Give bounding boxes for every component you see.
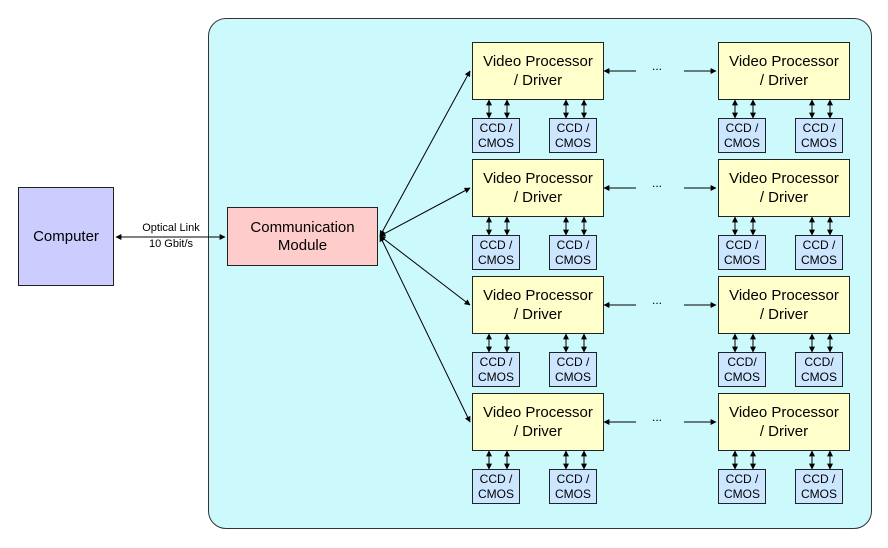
ccd-label-line1: CCD / <box>556 471 590 486</box>
ccd-sensor-left-row1-1: CCD /CMOS <box>472 118 520 153</box>
ellipsis-more-processors: ... <box>652 59 663 73</box>
ccd-sensor-left-row1-2: CCD /CMOS <box>549 118 597 153</box>
ccd-sensor-left-row2-2: CCD /CMOS <box>549 235 597 270</box>
communication-module-box: Communication Module <box>227 207 378 266</box>
ccd-sensor-left-row4-2: CCD /CMOS <box>549 469 597 504</box>
ccd-label-line2: CMOS <box>801 369 837 384</box>
video-processor-label-line2: / Driver <box>759 423 809 440</box>
video-processor-label-line1: Video Processor <box>483 404 593 421</box>
ccd-label-line2: CMOS <box>478 369 514 384</box>
comm-to-vp-arrow-row4 <box>379 235 471 423</box>
ccd-sensor-right-row2-2: CCD /CMOS <box>795 235 843 270</box>
ccd-label-line1: CCD/ <box>804 354 834 369</box>
ccd-sensor-right-row4-1: CCD /CMOS <box>718 469 766 504</box>
video-processor-right-row2: Video Processor / Driver <box>718 159 850 217</box>
ccd-label-line2: CMOS <box>478 135 514 150</box>
ccd-label-line1: CCD / <box>725 237 759 252</box>
ccd-label-line2: CMOS <box>724 486 760 501</box>
ccd-label-line1: CCD / <box>556 237 590 252</box>
comm-module-line2: Module <box>277 236 328 254</box>
ccd-label-line1: CCD / <box>802 237 836 252</box>
video-processor-label-line1: Video Processor <box>729 287 839 304</box>
ccd-sensor-right-row1-1: CCD /CMOS <box>718 118 766 153</box>
video-processor-label-line1: Video Processor <box>483 53 593 70</box>
ccd-label-line1: CCD / <box>479 120 513 135</box>
video-processor-left-row2: Video Processor / Driver <box>472 159 604 217</box>
ccd-label-line1: CCD / <box>725 120 759 135</box>
video-processor-right-row4: Video Processor / Driver <box>718 393 850 451</box>
ccd-label-line1: CCD / <box>479 471 513 486</box>
ccd-sensor-left-row3-1: CCD /CMOS <box>472 352 520 387</box>
optical-link-label: Optical Link <box>118 222 224 234</box>
optical-link-name: Optical Link <box>142 222 200 234</box>
ccd-label-line1: CCD / <box>479 237 513 252</box>
ccd-label-line2: CMOS <box>801 486 837 501</box>
video-processor-left-row4: Video Processor / Driver <box>472 393 604 451</box>
ccd-label-line1: CCD / <box>556 120 590 135</box>
ellipsis-more-processors: ... <box>652 176 663 190</box>
ccd-sensor-right-row4-2: CCD /CMOS <box>795 469 843 504</box>
ccd-label-line2: CMOS <box>478 486 514 501</box>
ccd-label-line1: CCD / <box>802 120 836 135</box>
video-processor-label-line2: / Driver <box>513 72 563 89</box>
ccd-label-line2: CMOS <box>801 252 837 267</box>
computer-box: Computer <box>18 187 114 286</box>
ccd-label-line2: CMOS <box>724 135 760 150</box>
ccd-sensor-right-row2-1: CCD /CMOS <box>718 235 766 270</box>
video-processor-left-row3: Video Processor / Driver <box>472 276 604 334</box>
ccd-label-line1: CCD / <box>725 471 759 486</box>
ccd-label-line2: CMOS <box>555 486 591 501</box>
ccd-label-line1: CCD / <box>556 354 590 369</box>
video-processor-label-line1: Video Processor <box>729 53 839 70</box>
video-processor-label-line1: Video Processor <box>729 404 839 421</box>
video-processor-right-row3: Video Processor / Driver <box>718 276 850 334</box>
computer-label: Computer <box>33 228 99 245</box>
ccd-label-line2: CMOS <box>555 252 591 267</box>
ellipsis-more-processors: ... <box>652 293 663 307</box>
video-processor-right-row1: Video Processor / Driver <box>718 42 850 100</box>
link-speed-value: 10 Gbit/s <box>148 238 194 250</box>
ccd-sensor-right-row3-1: CCD/CMOS <box>718 352 766 387</box>
ccd-label-line2: CMOS <box>801 135 837 150</box>
video-processor-left-row1: Video Processor / Driver <box>472 42 604 100</box>
comm-to-vp-arrow-row2 <box>379 187 471 237</box>
comm-to-vp-arrow-row3 <box>379 235 471 306</box>
ellipsis-more-processors: ... <box>652 410 663 424</box>
ccd-sensor-left-row4-1: CCD /CMOS <box>472 469 520 504</box>
ccd-label-line2: CMOS <box>724 369 760 384</box>
ccd-label-line1: CCD / <box>802 471 836 486</box>
ccd-sensor-left-row2-1: CCD /CMOS <box>472 235 520 270</box>
ccd-label-line2: CMOS <box>555 369 591 384</box>
ccd-label-line2: CMOS <box>724 252 760 267</box>
link-speed-label: 10 Gbit/s <box>118 238 224 250</box>
ccd-sensor-right-row1-2: CCD /CMOS <box>795 118 843 153</box>
video-processor-label-line2: / Driver <box>513 306 563 323</box>
comm-to-vp-arrow-row1 <box>379 70 471 237</box>
video-processor-label-line2: / Driver <box>759 189 809 206</box>
video-processor-label-line2: / Driver <box>513 423 563 440</box>
ccd-label-line1: CCD/ <box>727 354 757 369</box>
ccd-sensor-right-row3-2: CCD/CMOS <box>795 352 843 387</box>
ccd-label-line2: CMOS <box>555 135 591 150</box>
ccd-label-line1: CCD / <box>479 354 513 369</box>
video-processor-label-line1: Video Processor <box>483 170 593 187</box>
ccd-sensor-left-row3-2: CCD /CMOS <box>549 352 597 387</box>
comm-module-line1: Communication <box>250 218 355 236</box>
video-processor-label-line2: / Driver <box>759 306 809 323</box>
ccd-label-line2: CMOS <box>478 252 514 267</box>
video-processor-label-line2: / Driver <box>759 72 809 89</box>
video-processor-label-line2: / Driver <box>513 189 563 206</box>
video-processor-label-line1: Video Processor <box>483 287 593 304</box>
video-processor-label-line1: Video Processor <box>729 170 839 187</box>
